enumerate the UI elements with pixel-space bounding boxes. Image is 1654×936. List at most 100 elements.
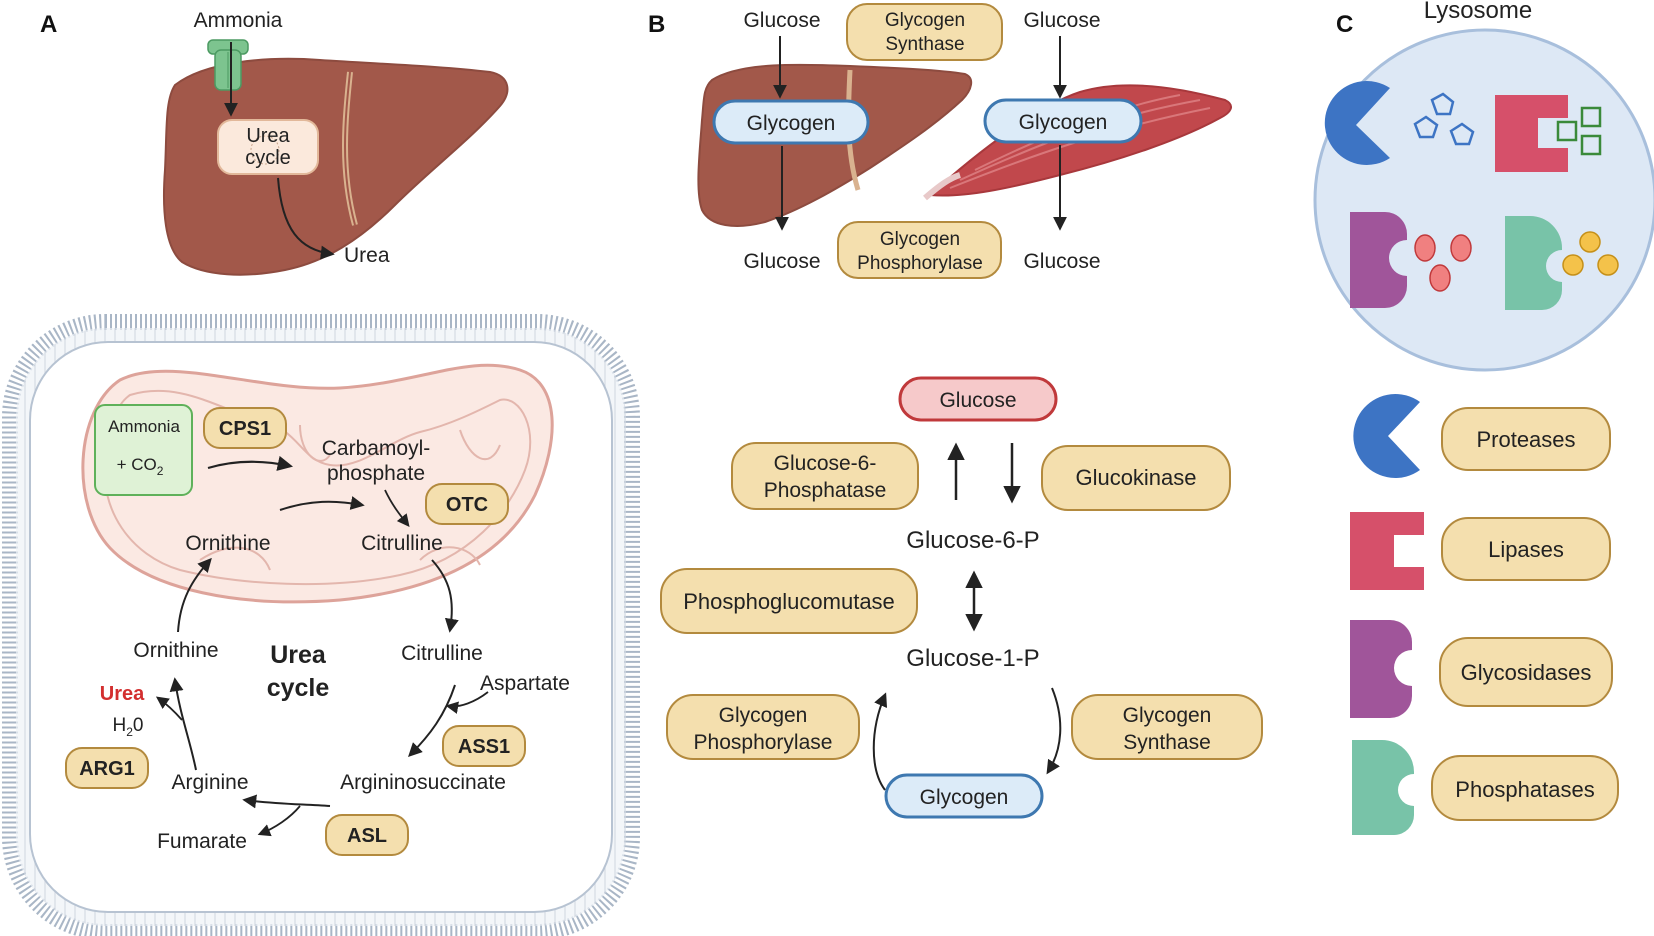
g1p-label: Glucose-1-P [906, 645, 1039, 672]
liver-organ-icon-small [697, 63, 973, 227]
phosphate-fragment-icon [1562, 254, 1584, 276]
legend-lipases-badge [1441, 517, 1611, 581]
glucose-badge [898, 376, 1058, 422]
glycogen-synthase-top-badge [846, 3, 1003, 61]
pgm-label: Phosphoglucomutase [683, 589, 895, 614]
otc-enzyme-badge [425, 483, 509, 525]
asl-label: ASL [347, 825, 387, 847]
lipid-fragment-icon [1580, 106, 1602, 128]
glycogen-phosphorylase-top-badge [837, 221, 1002, 279]
lysosome-title: Lysosome [1424, 0, 1533, 24]
phosphatase-icon [1505, 216, 1562, 310]
legend-proteases-label: Proteases [1476, 427, 1575, 452]
legend-proteases-badge [1441, 407, 1611, 471]
cell-ammonia-label: Ammonia [108, 417, 180, 436]
phosphate-fragment-icon [1579, 231, 1601, 253]
asl-arrow [242, 794, 331, 809]
urea-product-label: Urea [100, 683, 145, 705]
liver-urea-label: Urea [344, 244, 390, 267]
legend-glycosidases-label: Glycosidases [1461, 660, 1592, 685]
cps1-enzyme-badge [203, 407, 287, 449]
water-label: H20 [113, 715, 144, 739]
peptide-fragment-icon [1449, 122, 1475, 146]
glycogen-phosphorylase-top-line1: Glycogen [880, 229, 960, 250]
aspartate-arrow [445, 691, 489, 714]
arginine-label: Arginine [171, 771, 248, 794]
carbamoyl-to-citrulline-arrow [384, 489, 410, 527]
arg1-enzyme-badge [65, 747, 149, 789]
ornithine-label: Ornithine [133, 639, 218, 662]
g6pase-line2: Phosphatase [764, 479, 887, 502]
liver-urea-cycle-line1: Urea [246, 125, 290, 147]
glycogen-muscle-label: Glycogen [1019, 111, 1108, 134]
ornithine-import-arrow [177, 557, 212, 633]
citrulline-mito-label: Citrulline [361, 532, 443, 555]
argininosuccinate-label: Argininosuccinate [340, 771, 506, 794]
sugar-fragment-icon [1414, 234, 1436, 262]
glycogen-synthase-line2: Synthase [1123, 731, 1211, 754]
carbamoyl-line2: phosphate [327, 462, 425, 485]
liver-organ-icon [163, 57, 509, 276]
fumarate-label: Fumarate [157, 830, 247, 853]
legend-protease-icon [1353, 394, 1420, 478]
phosphate-fragment-icon [1597, 254, 1619, 276]
panel-b-letter: B [648, 11, 665, 38]
glucose-right-top-label: Glucose [1023, 9, 1100, 32]
glycogen-synthase-top-line2: Synthase [885, 34, 964, 55]
lipase-icon [1495, 95, 1568, 172]
pgm-badge [660, 568, 918, 634]
ornithine-mito-label: Ornithine [185, 532, 270, 555]
cps1-arrow [207, 455, 294, 471]
co2-label: + CO2 [117, 455, 164, 478]
ammonia-co2-box [94, 404, 193, 496]
glycogen-phosphorylase-line1: Glycogen [719, 704, 808, 727]
cps1-label: CPS1 [219, 418, 271, 440]
urea-cycle-title-line2: cycle [267, 674, 330, 702]
protease-icon [1324, 80, 1390, 166]
otc-label: OTC [446, 494, 488, 516]
glycogen-pathway-badge [884, 773, 1044, 819]
citrulline-label: Citrulline [401, 642, 483, 665]
legend-glycosidase-icon [1350, 620, 1412, 718]
arg1-arrow [169, 677, 197, 771]
glycogen-phosphorylase-badge [666, 694, 860, 760]
legend-phosphatase-icon [1352, 740, 1414, 835]
cell-membrane [2, 314, 640, 936]
glucose-left-top-label: Glucose [743, 9, 820, 32]
legend-phosphatases-badge [1431, 755, 1619, 821]
citrulline-export-arrow [431, 559, 459, 633]
glucose-right-bottom-label: Glucose [1023, 250, 1100, 273]
glycosidase-icon [1350, 212, 1407, 308]
glycogen-synthase-line1: Glycogen [1123, 704, 1212, 727]
g6pase-badge [731, 442, 919, 510]
lipid-fragment-icon [1580, 134, 1602, 156]
glycogen-phosphorylase-line2: Phosphorylase [694, 731, 833, 754]
fumarate-arrow [257, 805, 301, 837]
ass1-arrow [408, 684, 456, 757]
glucose-pathway-label: Glucose [939, 389, 1016, 412]
glucokinase-label: Glucokinase [1075, 465, 1196, 490]
legend-lipase-icon [1350, 512, 1424, 590]
legend-lipases-label: Lipases [1488, 537, 1564, 562]
glycogen-liver-label: Glycogen [747, 112, 836, 135]
glycogen-liver-badge [712, 99, 870, 145]
peptide-fragment-icon [1430, 92, 1455, 116]
urea-release-arrow [155, 696, 183, 721]
ass1-enzyme-badge [442, 725, 526, 767]
urea-out-arrow [277, 177, 335, 260]
arg1-label: ARG1 [79, 758, 135, 780]
ass1-label: ASS1 [458, 736, 510, 758]
carbamoyl-line1: Carbamoyl- [322, 437, 431, 460]
legend-phosphatases-label: Phosphatases [1455, 777, 1594, 802]
sugar-fragment-icon [1429, 264, 1451, 292]
synthase-arrow [1046, 687, 1062, 775]
lysosome-circle [1313, 28, 1654, 372]
panel-a-letter: A [40, 11, 57, 38]
lipid-fragment-icon [1556, 120, 1578, 142]
phosphorylase-arrow [872, 692, 888, 791]
glucose-left-bottom-label: Glucose [743, 250, 820, 273]
glycogen-synthase-top-line1: Glycogen [885, 10, 965, 31]
legend-glycosidases-badge [1439, 637, 1613, 707]
glucokinase-badge [1041, 445, 1231, 511]
